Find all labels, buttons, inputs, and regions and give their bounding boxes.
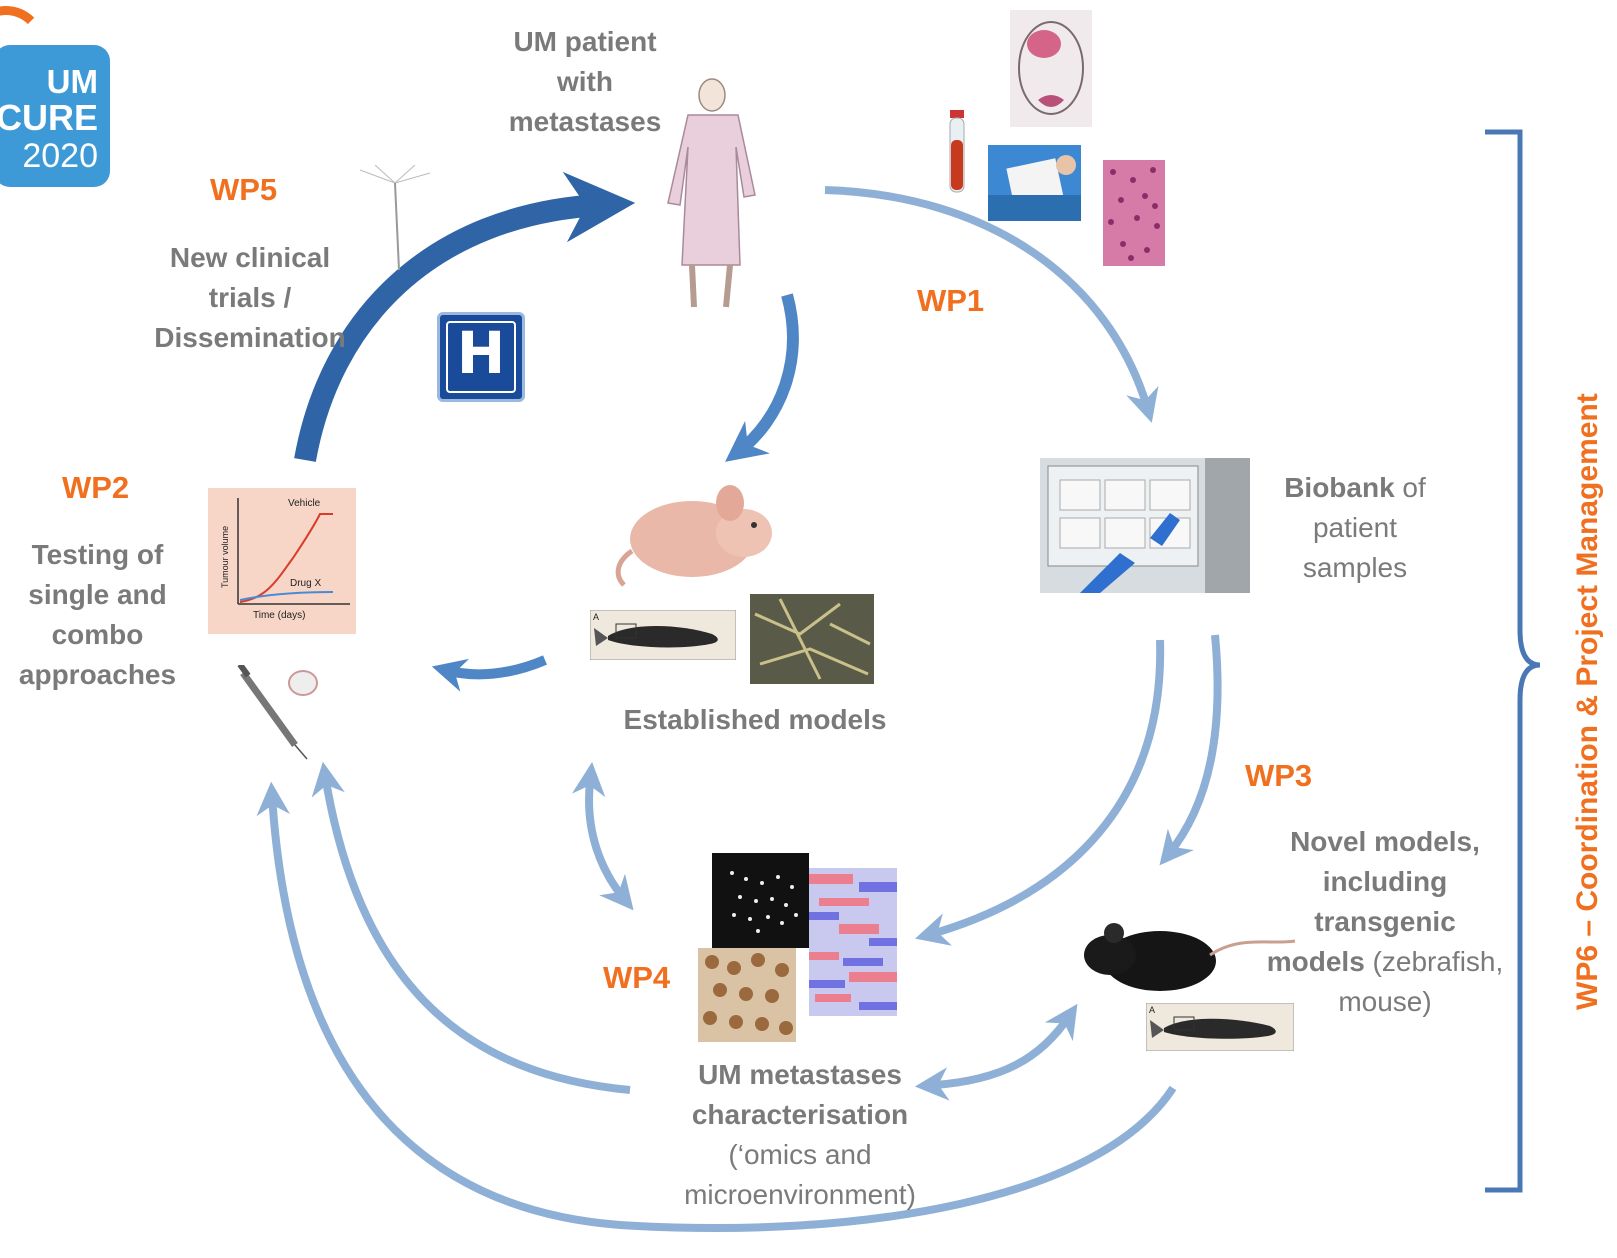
arrow-models-to-wp2 [431, 655, 547, 692]
characterisation-label: UM metastases characterisation (‘omics a… [630, 1055, 970, 1215]
wp6-bracket [1485, 129, 1541, 1193]
syringe-and-pill-icon [237, 665, 318, 760]
wp5-line-3: Dissemination [154, 322, 346, 353]
plot-series-drugx: Drug X [290, 578, 321, 589]
wp1-label: WP1 [917, 283, 985, 318]
novel-line-2: including [1322, 866, 1448, 897]
arrow-wp3-to-wp2 [256, 781, 1177, 1232]
novel-line-1: Novel models, [1290, 826, 1480, 857]
patient-figure-icon [667, 78, 756, 308]
black-mouse-image [1084, 923, 1296, 991]
wp6-label: WP6 – Coordination & Project Management [1571, 393, 1604, 1010]
arrow-patient-to-models [725, 293, 799, 462]
novel-line-5: mouse) [1338, 986, 1432, 1017]
plot-xlabel: Time (days) [253, 610, 305, 621]
wp5-line-2: trials / [208, 282, 292, 313]
patient-label: UM patient with metastases [470, 22, 700, 142]
doctor-clipboard-image [988, 145, 1081, 221]
novel-models-label: Novel models, including transgenic model… [1245, 822, 1525, 1022]
wp2-line-1: Testing of [31, 539, 164, 570]
zebrafish-panel-letter: A [593, 612, 599, 622]
arrow-models-wp4-bidirectional [571, 761, 634, 911]
blood-tube-image [949, 110, 965, 193]
tumour-volume-plot: Tumour volume Time (days) Vehicle Drug X [208, 488, 356, 634]
nude-mouse-image [615, 485, 772, 587]
arrow-wp2-to-patient [294, 171, 636, 462]
arrow-biobank-to-wp4 [915, 639, 1165, 946]
wp2-line-2: single and [28, 579, 167, 610]
logo-line-2: CURE [0, 97, 98, 138]
umcure-logo: UM CURE 2020 [0, 45, 110, 187]
patient-line-2: with [557, 66, 613, 97]
patient-line-3: metastases [508, 106, 662, 137]
wp3-label: WP3 [1245, 758, 1313, 793]
logo-line-1: UM [46, 63, 98, 100]
established-models-label: Established models [623, 704, 887, 735]
char-line-1: UM metastases [698, 1059, 902, 1090]
hospital-icon: H [437, 312, 525, 402]
logo-line-3: 2020 [22, 137, 98, 175]
char-line-2: characterisation [691, 1099, 909, 1130]
zebrafish-image-2: A [1146, 1003, 1294, 1051]
biobank-freezer-image [1040, 458, 1250, 593]
char-line-4: microenvironment) [684, 1179, 916, 1210]
histology-image [1103, 160, 1165, 266]
hospital-letter: H [456, 319, 506, 387]
wp4-label: WP4 [603, 960, 671, 995]
biobank-line-1: Biobank of [1260, 468, 1450, 508]
wp5-description: New clinical trials / Dissemination [140, 238, 360, 358]
wp5-label: WP5 [210, 172, 278, 207]
microarray-image [712, 853, 809, 948]
dandelion-seed-icon [359, 165, 431, 271]
zebrafish-2-panel-letter: A [1149, 1005, 1155, 1015]
plot-ylabel: Tumour volume [220, 526, 230, 588]
novel-models-word: models [1266, 946, 1365, 977]
wp2-description: Testing of single and combo approaches [10, 535, 185, 695]
biobank-word: Biobank [1284, 472, 1395, 503]
arrow-patient-to-biobank [824, 186, 1159, 423]
novel-zebrafish: (zebrafish, [1364, 946, 1504, 977]
wp2-label: WP2 [62, 470, 130, 505]
arrow-biobank-to-wp3 [1159, 634, 1222, 866]
biobank-line-3: samples [1302, 552, 1408, 583]
wp2-line-4: approaches [18, 659, 177, 690]
arrow-wp4-to-wp2 [311, 761, 631, 1094]
novel-line-3: transgenic [1314, 906, 1456, 937]
cell-culture-image [750, 594, 874, 684]
eye-section-image [1010, 10, 1092, 127]
novel-line-4: models (zebrafish, [1245, 942, 1525, 982]
patient-line-1: UM patient [513, 26, 657, 57]
arrow-wp4-wp3-bidirectional [914, 1003, 1078, 1101]
plot-series-vehicle: Vehicle [288, 498, 321, 509]
ihc-stain-image [698, 948, 796, 1042]
biobank-of: of [1394, 472, 1426, 503]
zebrafish-image: A [590, 610, 736, 660]
biobank-line-2: patient [1312, 512, 1398, 543]
char-line-3: (‘omics and [728, 1139, 872, 1170]
wp5-line-1: New clinical [169, 242, 331, 273]
heatmap-image [809, 868, 897, 1016]
wp2-line-3: combo [51, 619, 144, 650]
biobank-label: Biobank of patient samples [1260, 468, 1450, 588]
